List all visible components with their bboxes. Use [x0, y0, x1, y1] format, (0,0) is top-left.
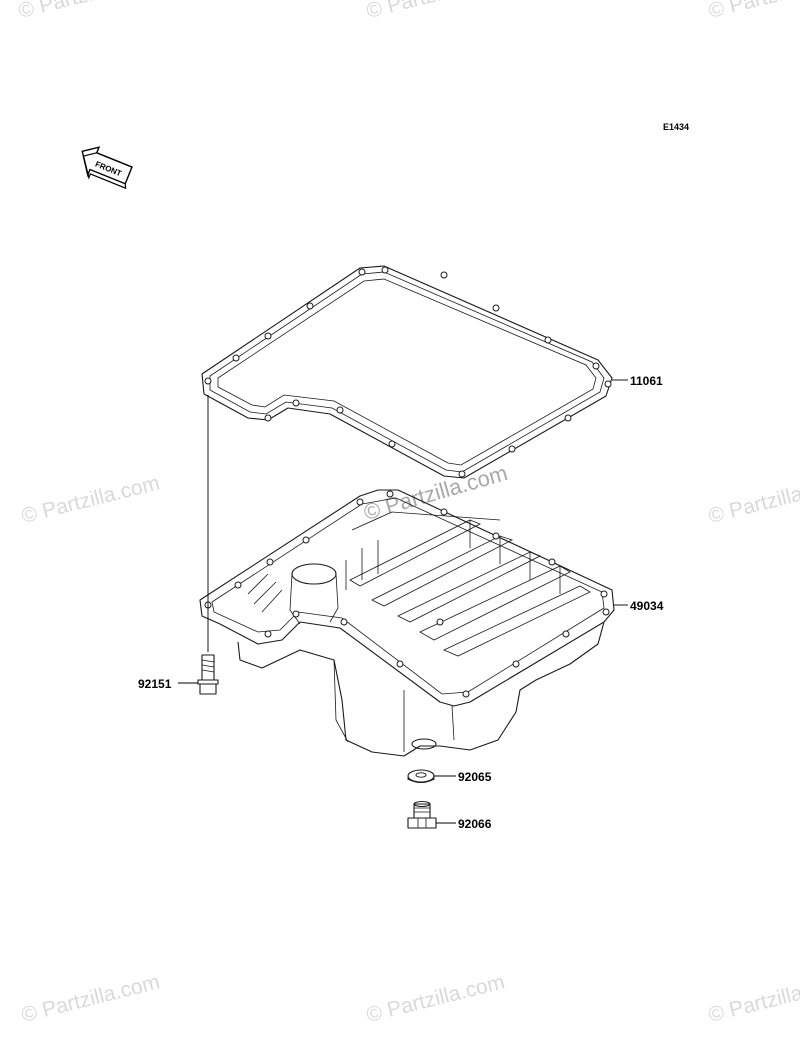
washer-92065	[407, 769, 435, 784]
drain-plug-92066	[407, 800, 437, 829]
part-label-11061[interactable]: 11061	[630, 374, 663, 388]
front-arrow-icon: FRONT	[81, 146, 133, 190]
diagram-code: E1434	[663, 122, 689, 132]
part-label-92066[interactable]: 92066	[458, 817, 492, 831]
oil-pan	[199, 489, 615, 757]
part-label-92151[interactable]: 92151	[138, 677, 172, 691]
part-label-49034[interactable]: 49034	[630, 599, 664, 613]
part-label-92065[interactable]: 92065	[458, 770, 492, 784]
bolt-92151	[197, 654, 219, 695]
oil-pan-gasket	[201, 265, 613, 479]
